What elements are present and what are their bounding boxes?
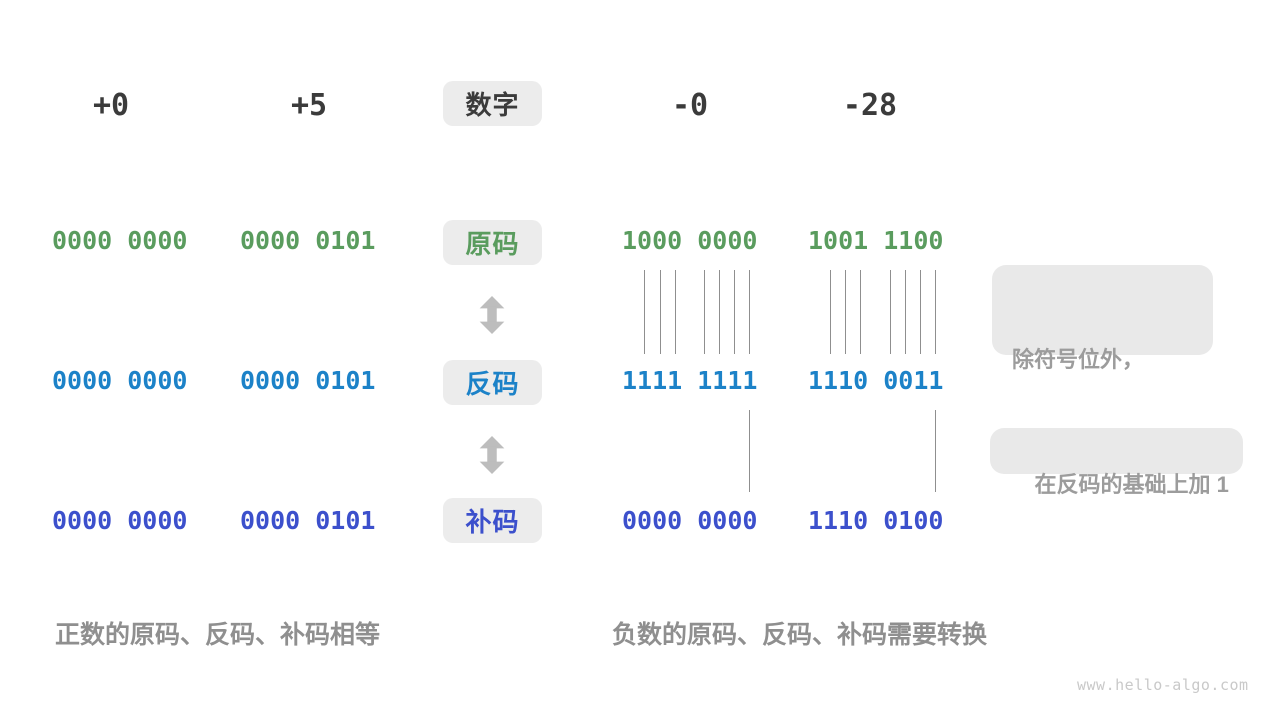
invert-bits-note-line1: 除符号位外， [1012,347,1145,372]
positive-numbers-caption: 正数的原码、反码、补码相等 [55,621,381,649]
ones-complement-chip-label: 反码 [465,369,520,399]
negative-numbers-caption: 负数的原码、反码、补码需要转换 [612,621,988,649]
bit-connector-line [845,270,846,354]
number-label-minus28: -28 [842,88,898,123]
number-label-plus0: +0 [92,88,130,123]
sign-magnitude-value: 0000 0101 [240,226,376,255]
sign-magnitude-value: 1001 1100 [808,226,944,255]
ones-complement-value: 0000 0000 [52,366,188,395]
bit-connector-line [935,270,936,354]
ones-complement-chip: 反码 [443,360,542,405]
bit-connector-line [644,270,645,354]
invert-bits-note: 除符号位外， 对其余所有位取反 [992,265,1213,471]
add-one-note-text: 在反码的基础上加 1 [1034,472,1229,497]
twos-complement-chip: 补码 [443,498,542,543]
add-one-note: 在反码的基础上加 1 [990,428,1243,497]
twos-complement-value: 1110 0100 [808,506,944,535]
number-label-plus5: +5 [290,88,328,123]
bit-connector-line [734,270,735,354]
sign-magnitude-value: 1000 0000 [622,226,758,255]
ones-complement-value: 0000 0101 [240,366,376,395]
bit-connector-line [860,270,861,354]
sign-magnitude-chip-label: 原码 [465,229,520,259]
number-chip: 数字 [443,81,542,126]
bit-connector-line [719,270,720,354]
number-label-minus0: -0 [671,88,709,123]
bit-connector-line [704,270,705,354]
website-watermark: www.hello-algo.com [1077,676,1249,694]
twos-complement-value: 0000 0101 [240,506,376,535]
add-one-connector-line [749,410,750,492]
sign-magnitude-chip: 原码 [443,220,542,265]
bit-connector-line [660,270,661,354]
up-down-arrow-icon [479,436,505,474]
ones-complement-value: 1111 1111 [622,366,758,395]
number-chip-label: 数字 [465,90,520,120]
bit-connector-line [890,270,891,354]
up-down-arrow-icon [479,296,505,334]
sign-magnitude-value: 0000 0000 [52,226,188,255]
bit-connector-line [749,270,750,354]
bit-connector-line [675,270,676,354]
twos-complement-value: 0000 0000 [622,506,758,535]
bit-connector-line [830,270,831,354]
bit-connector-line [920,270,921,354]
bit-connector-line [905,270,906,354]
add-one-connector-line [935,410,936,492]
ones-complement-value: 1110 0011 [808,366,944,395]
twos-complement-value: 0000 0000 [52,506,188,535]
twos-complement-chip-label: 补码 [465,507,520,537]
